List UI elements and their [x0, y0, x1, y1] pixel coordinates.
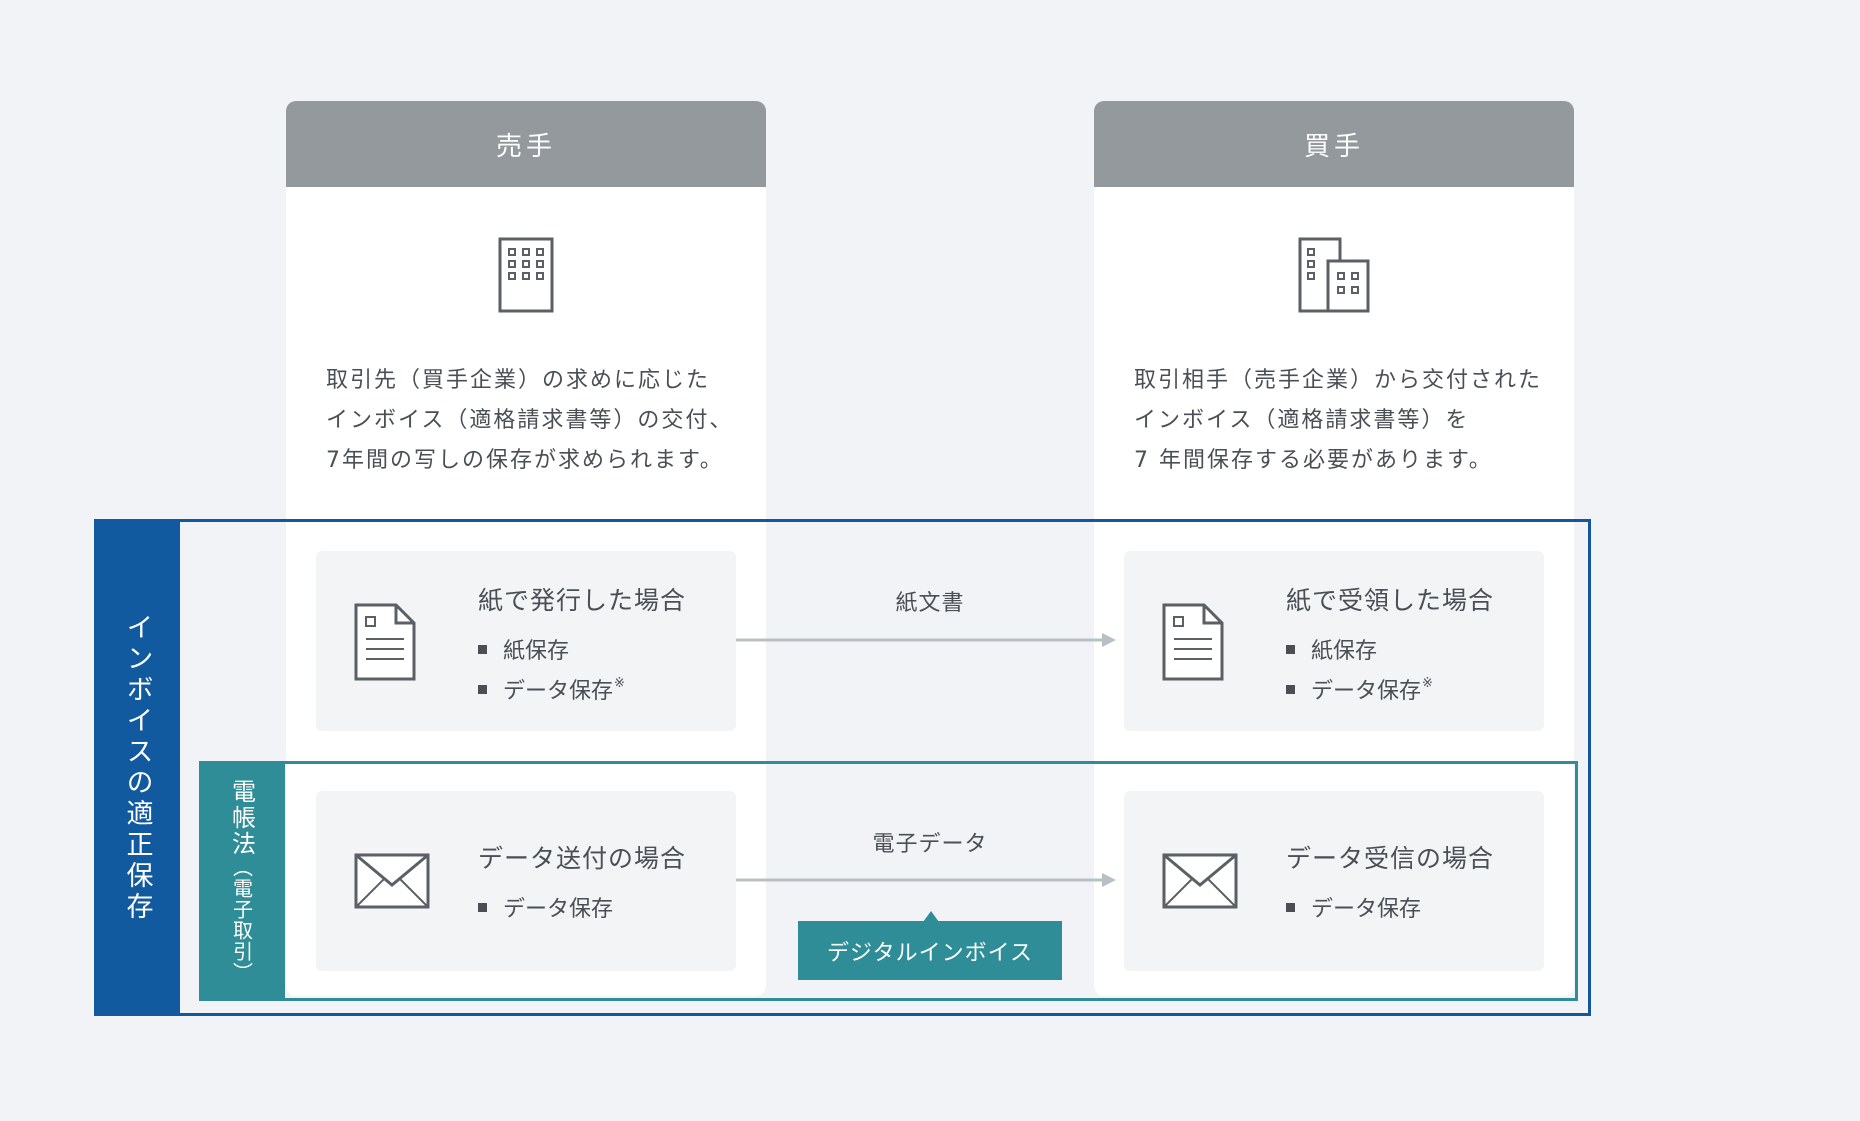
- buyer-data-card: データ受信の場合 データ保存: [1124, 791, 1544, 971]
- denchoho-paren: （電子取引）: [229, 857, 254, 983]
- seller-header: 売手: [286, 101, 766, 187]
- paper-arrow-label: 紙文書: [895, 591, 965, 616]
- envelope-icon: [354, 853, 430, 913]
- card-title: 紙で受領した場合: [1286, 586, 1495, 615]
- invoice-storage-text: インボイスの適正保存: [121, 612, 153, 923]
- buyer-desc-line: インボイス（適格請求書等）を: [1134, 408, 1470, 433]
- card-title: データ送付の場合: [478, 844, 687, 873]
- bullet-square-icon: [478, 684, 487, 694]
- buyer-header: 買手: [1094, 101, 1574, 187]
- bullet-item: データ保存※: [1286, 673, 1433, 705]
- bullet-item: 紙保存: [1286, 633, 1377, 665]
- building-icon: [286, 237, 766, 313]
- data-arrow: [736, 873, 1116, 887]
- seller-data-card: データ送付の場合 データ保存: [316, 791, 736, 971]
- denchoho-label: 電帳法（電子取引）: [199, 761, 285, 1001]
- bullet-item: データ保存: [1286, 891, 1421, 923]
- note-mark: ※: [614, 675, 625, 691]
- bullet-square-icon: [1286, 902, 1295, 912]
- bullet-item: データ保存: [478, 891, 613, 923]
- note-mark: ※: [1422, 675, 1433, 691]
- paper-arrow: [736, 633, 1116, 647]
- seller-paper-card: 紙で発行した場合 紙保存 データ保存※: [316, 551, 736, 731]
- document-icon: [1162, 603, 1224, 685]
- bullet-square-icon: [1286, 684, 1295, 694]
- digital-invoice-tag: デジタルインボイス: [798, 921, 1062, 980]
- bullet-item: データ保存※: [478, 673, 625, 705]
- card-title: データ受信の場合: [1286, 844, 1495, 873]
- buildings-icon: [1094, 237, 1574, 313]
- bullet-square-icon: [478, 902, 487, 912]
- seller-desc-line: インボイス（適格請求書等）の交付、: [326, 408, 734, 433]
- denchoho-main: 電帳法: [227, 779, 256, 857]
- buyer-paper-card: 紙で受領した場合 紙保存 データ保存※: [1124, 551, 1544, 731]
- invoice-storage-label: インボイスの適正保存: [94, 519, 180, 1016]
- bullet-square-icon: [1286, 644, 1295, 654]
- card-title: 紙で発行した場合: [478, 586, 687, 615]
- denchoho-text: 電帳法（電子取引）: [225, 779, 260, 983]
- data-arrow-label: 電子データ: [872, 832, 988, 857]
- seller-desc-line: 7年間の写しの保存が求められます。: [326, 448, 724, 473]
- buyer-desc-line: 取引相手（売手企業）から交付された: [1134, 368, 1543, 393]
- seller-desc-line: 取引先（買手企業）の求めに応じた: [326, 368, 711, 393]
- buyer-desc-line: 7 年間保存する必要があります。: [1134, 448, 1493, 473]
- document-icon: [354, 603, 416, 685]
- bullet-item: 紙保存: [478, 633, 569, 665]
- buyer-description: 取引相手（売手企業）から交付された インボイス（適格請求書等）を 7 年間保存す…: [1134, 361, 1554, 481]
- tag-pointer-icon: [923, 911, 939, 922]
- envelope-icon: [1162, 853, 1238, 913]
- seller-description: 取引先（買手企業）の求めに応じた インボイス（適格請求書等）の交付、 7年間の写…: [326, 361, 746, 481]
- bullet-square-icon: [478, 644, 487, 654]
